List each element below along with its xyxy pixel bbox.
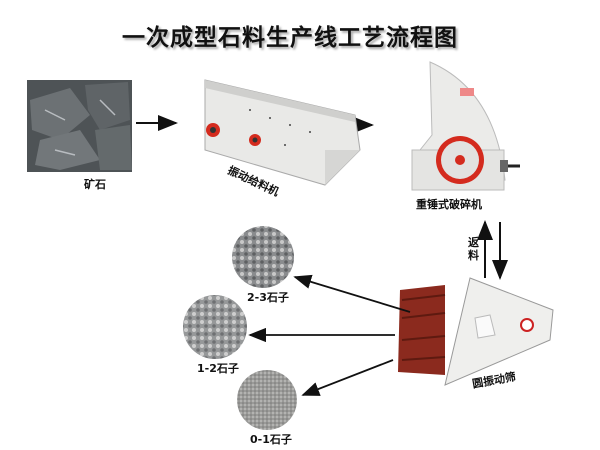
product-small-image xyxy=(237,370,297,430)
crusher-image xyxy=(411,61,520,191)
product-large-image xyxy=(232,226,294,288)
diagram-title: 一次成型石料生产线工艺流程图 xyxy=(122,25,458,51)
label-product-medium: 1-2石子 xyxy=(197,362,239,375)
screen-image xyxy=(398,277,554,386)
ore-image xyxy=(27,80,132,172)
feeder-image xyxy=(204,79,361,186)
label-product-small: 0-1石子 xyxy=(250,433,292,446)
arrow-to-large xyxy=(293,274,411,313)
label-return: 返料 xyxy=(468,236,479,262)
label-product-large: 2-3石子 xyxy=(247,291,289,304)
label-crusher: 重锤式破碎机 xyxy=(416,198,482,211)
label-ore: 矿石 xyxy=(84,178,106,191)
arrow-to-small xyxy=(301,359,394,396)
product-medium-image xyxy=(183,295,247,359)
